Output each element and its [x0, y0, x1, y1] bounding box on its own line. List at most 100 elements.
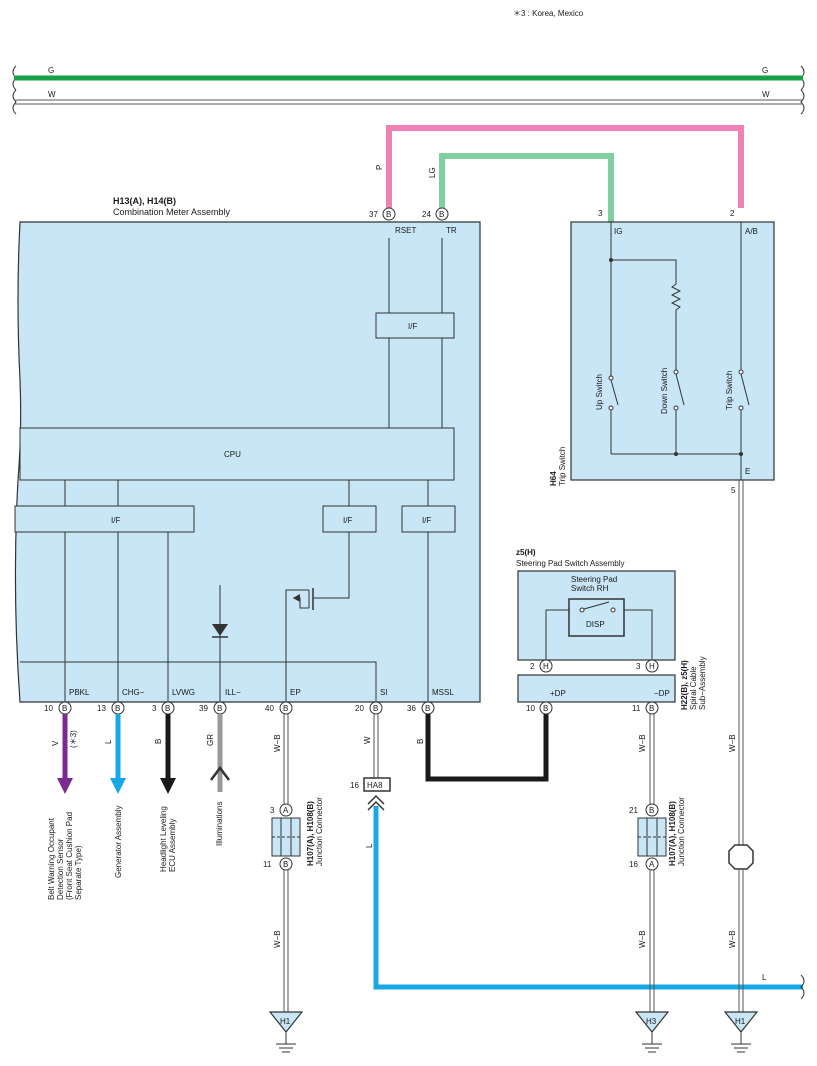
connector-ha8: HA8 16	[350, 777, 391, 811]
junction-right-name: Junction Connector	[677, 797, 686, 866]
svg-text:W−B: W−B	[638, 930, 647, 948]
wire-p-pink	[386, 125, 744, 208]
ground-h1-left: H1	[268, 1011, 304, 1053]
svg-text:H1: H1	[280, 1017, 291, 1026]
trip-pin-label-ab: A/B	[745, 227, 758, 236]
svg-text:B: B	[373, 704, 378, 713]
svg-text:A: A	[283, 806, 289, 815]
meter-name: Combination Meter Assembly	[113, 207, 231, 217]
bus-label-w-left: W	[48, 90, 56, 99]
svg-text:B: B	[425, 704, 430, 713]
svg-text:W−B: W−B	[728, 930, 737, 948]
dest-belt-warning: Belt Warning Occupant Detection Sensor (…	[47, 810, 83, 900]
svg-text:W−B: W−B	[273, 930, 282, 948]
svg-text:V: V	[51, 740, 60, 746]
svg-text:2: 2	[530, 662, 535, 671]
svg-text:10: 10	[526, 704, 535, 713]
wire-lg-green	[439, 153, 614, 222]
svg-text:L: L	[365, 843, 374, 848]
svg-text:10: 10	[44, 704, 53, 713]
svg-text:B: B	[283, 704, 288, 713]
svg-text:I/F: I/F	[408, 322, 417, 331]
dest-headlight-leveling: Headlight Leveling ECU Assembly	[159, 804, 177, 872]
svg-text:B: B	[543, 704, 548, 713]
bus-label-l: L	[762, 973, 767, 982]
bus-label-w-right: W	[762, 90, 770, 99]
switch-label-down: Down Switch	[660, 368, 669, 414]
svg-text:B: B	[649, 806, 654, 815]
switch-label-trip: Trip Switch	[725, 371, 734, 410]
wire-l-blue	[373, 806, 803, 990]
steering-pad-code: z5(H)	[516, 548, 536, 557]
svg-text:I/F: I/F	[422, 516, 431, 525]
trip-pin-label-ig: IG	[614, 227, 622, 236]
disp-label: DISP	[586, 620, 605, 629]
svg-text:W: W	[363, 736, 372, 744]
svg-text:3: 3	[152, 704, 157, 713]
meter-pin-label-ep: EP	[290, 688, 301, 697]
top-bus-green: G G	[12, 65, 805, 91]
steering-pad-name: Steering Pad Switch Assembly	[516, 559, 625, 568]
svg-text:I/F: I/F	[343, 516, 352, 525]
svg-text:3: 3	[270, 806, 275, 815]
region-note: ＊3 : Korea, Mexico	[513, 9, 584, 18]
meter-pin-label-mssl: MSSL	[432, 688, 454, 697]
trip-pin-label-e: E	[745, 467, 750, 476]
svg-text:5: 5	[731, 486, 736, 495]
wire-label-p: P	[375, 165, 384, 170]
dest-generator: Generator Assembly	[114, 806, 123, 878]
meter-pin-label-pbkl: PBKL	[69, 688, 90, 697]
meter-pin-37: B 37 RSET	[369, 207, 416, 235]
svg-text:21: 21	[629, 806, 638, 815]
meter-interface-left	[14, 505, 195, 533]
svg-text:B: B	[165, 704, 170, 713]
junction-left-name: Junction Connector	[315, 797, 324, 866]
svg-text:11: 11	[263, 860, 272, 869]
svg-text:W−B: W−B	[273, 734, 282, 752]
svg-text:GR: GR	[206, 734, 215, 746]
svg-text:W−B: W−B	[728, 734, 737, 752]
svg-text:B: B	[439, 210, 444, 219]
junction-connector-left: A 3 B 11 H107(A), H108(B) Junction Conne…	[263, 797, 324, 871]
meter-pin-label-chg: CHG−	[122, 688, 145, 697]
steering-pad-inner-name: Steering Pad Switch RH	[571, 575, 620, 593]
svg-text:B: B	[217, 704, 222, 713]
svg-text:H1: H1	[735, 1017, 746, 1026]
svg-text:3: 3	[598, 209, 603, 218]
bus-label-g-left: G	[48, 66, 54, 75]
wire-label-lg: LG	[428, 167, 437, 178]
switch-label-up: Up Switch	[595, 374, 604, 410]
trip-switch-code: H64	[549, 471, 558, 486]
meter-bottom-pins: B10 B13 B3 B39 B40 B20 B36	[44, 701, 435, 715]
svg-text:36: 36	[407, 704, 416, 713]
meter-interface-top	[375, 312, 455, 339]
svg-text:B: B	[386, 210, 391, 219]
svg-text:B: B	[283, 860, 288, 869]
disp-switch	[568, 598, 625, 637]
trip-switch-name: Trip Switch	[558, 447, 567, 486]
svg-text:B: B	[649, 704, 654, 713]
cpu-label: CPU	[224, 450, 241, 459]
svg-text:B: B	[154, 739, 163, 744]
bus-label-g-right: G	[762, 66, 768, 75]
svg-text:B: B	[62, 704, 67, 713]
svg-text:13: 13	[97, 704, 106, 713]
svg-text:3: 3	[636, 662, 641, 671]
svg-text:2: 2	[730, 209, 735, 218]
junction-right-codes: H107(A), H108(B)	[668, 801, 677, 866]
meter-pin-label-tr: TR	[446, 226, 457, 235]
svg-text:W−B: W−B	[638, 734, 647, 752]
svg-text:HA8: HA8	[367, 781, 383, 790]
junction-connector-right: B 21 A 16 H107(A), H108(B) Junction Conn…	[629, 797, 686, 871]
top-bus-white: W W	[12, 89, 805, 115]
svg-text:40: 40	[265, 704, 274, 713]
meter-pin-24: B 24 TR	[422, 207, 457, 235]
pbkl-region-note: (＊3)	[69, 730, 78, 748]
meter-pin-label-ill: ILL−	[225, 688, 241, 697]
svg-text:L: L	[104, 739, 113, 744]
svg-text:A: A	[649, 860, 655, 869]
meter-pin-label-si: SI	[380, 688, 388, 697]
svg-text:+DP: +DP	[550, 689, 566, 698]
svg-text:24: 24	[422, 210, 431, 219]
